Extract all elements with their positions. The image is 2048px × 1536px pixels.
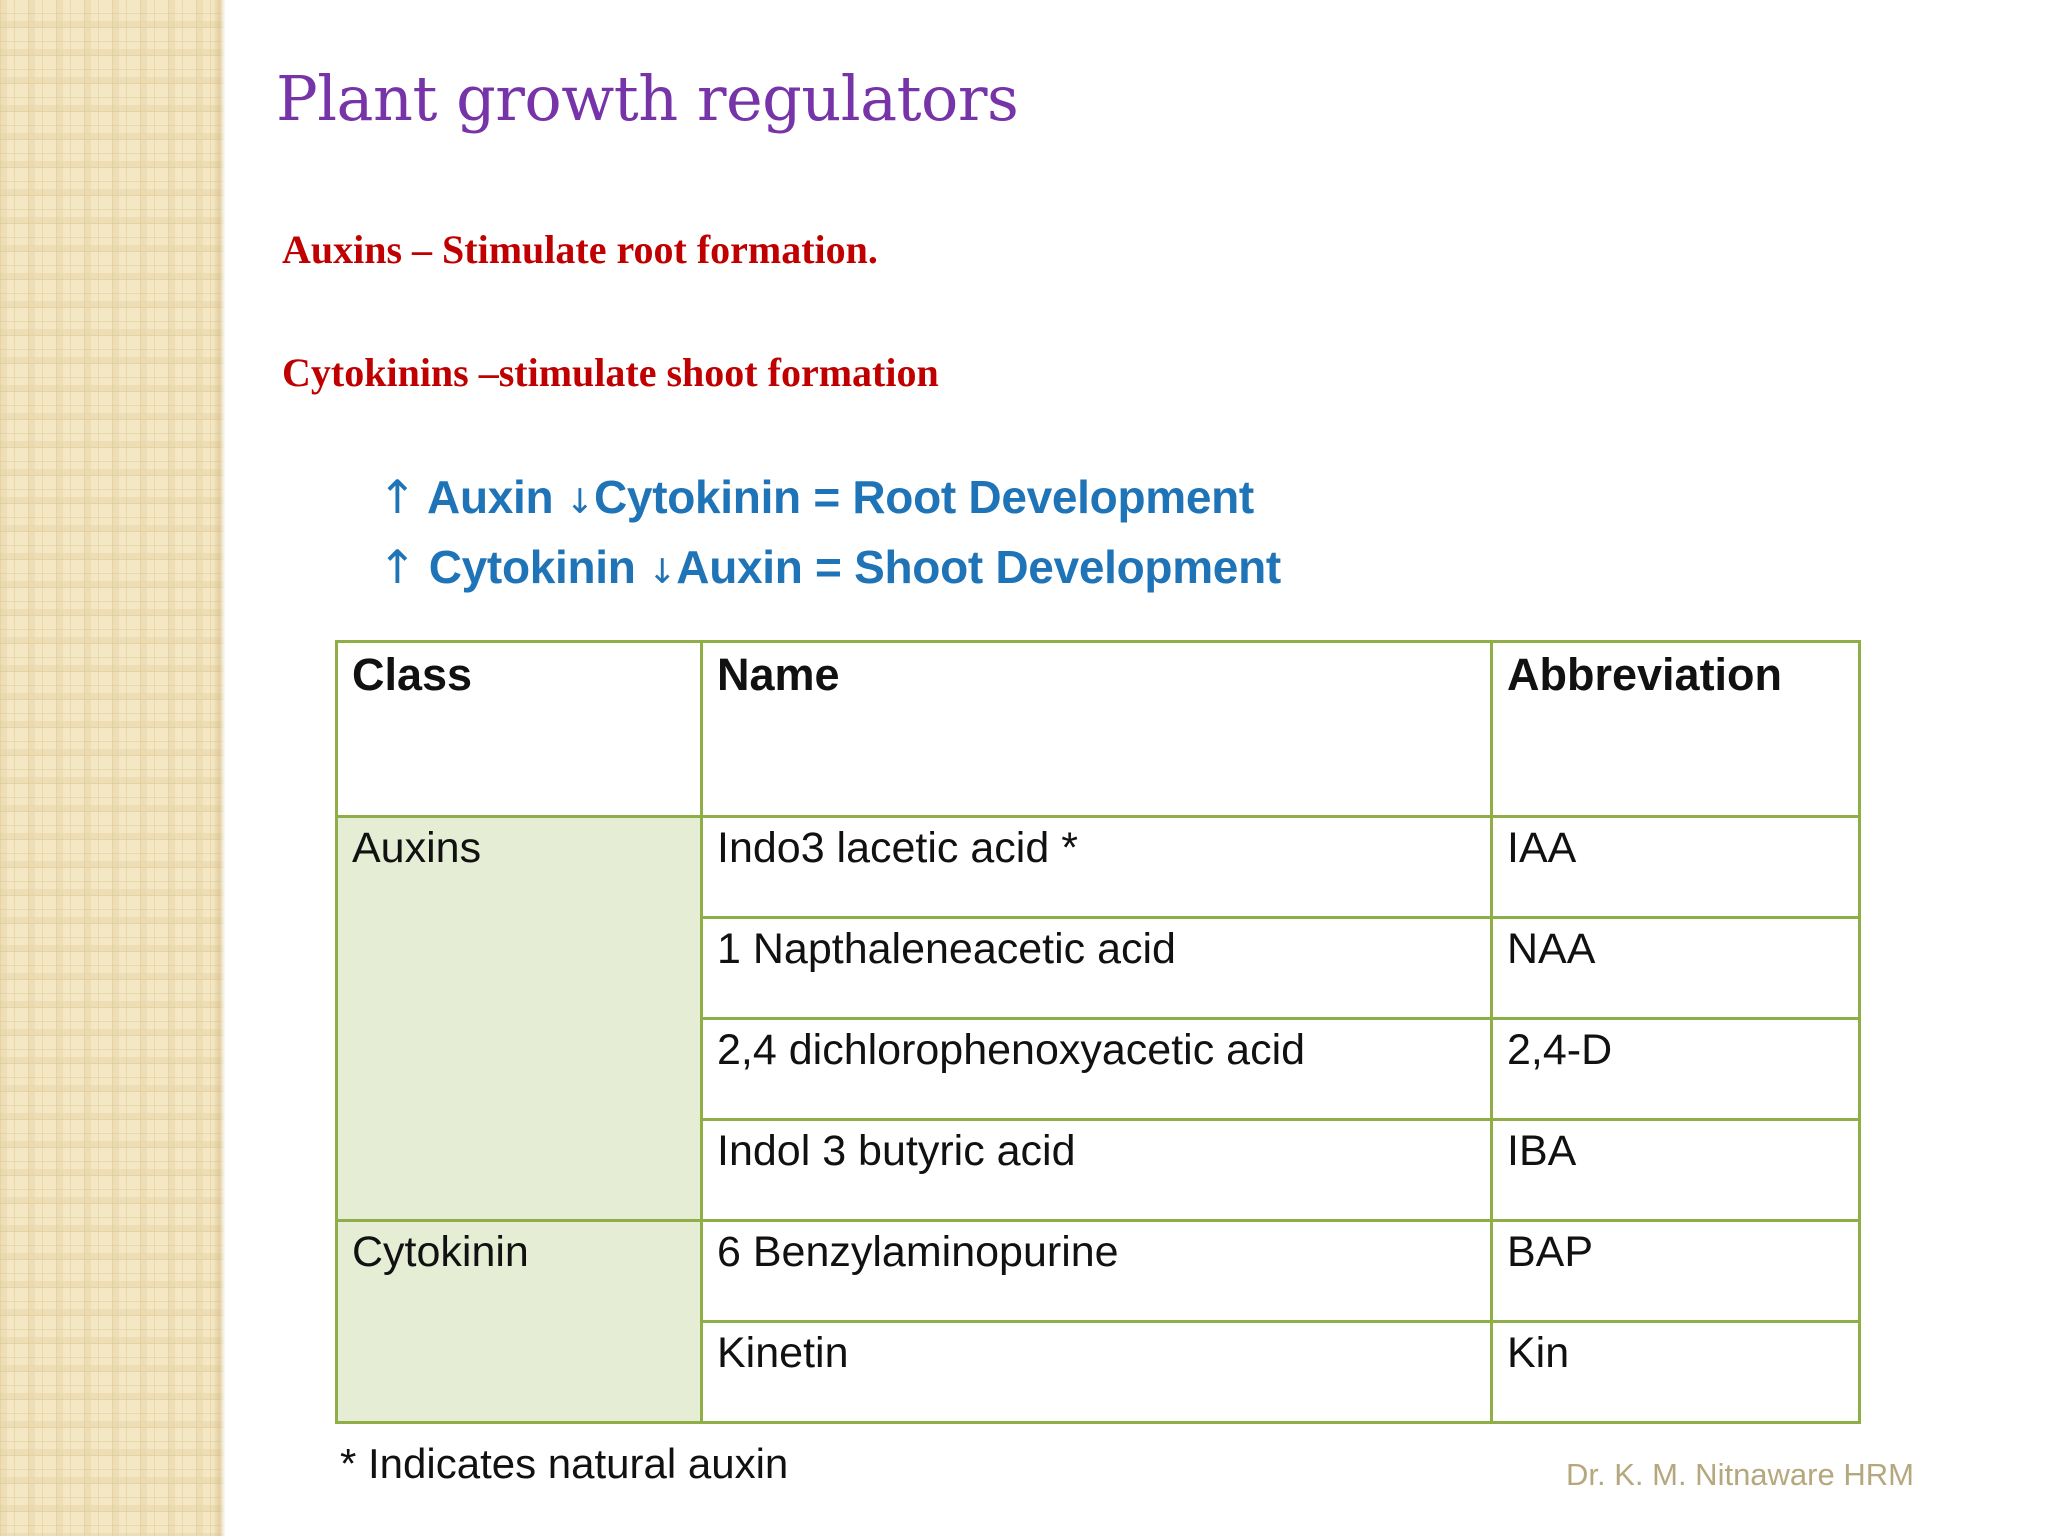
up-arrow-icon: ↑ <box>378 470 417 524</box>
table-row: Kinetin Kin <box>337 1320 1861 1424</box>
cell-name: Indo3 lacetic acid * <box>700 815 1493 919</box>
cell-name: 6 Benzylaminopurine <box>700 1219 1493 1323</box>
table-row: Indol 3 butyric acid IBA <box>337 1118 1861 1222</box>
cell-class-auxins: Auxins <box>335 815 703 1222</box>
column-header-abbreviation: Abbreviation <box>1490 640 1861 818</box>
cell-abbreviation: NAA <box>1490 916 1861 1020</box>
page-title: Plant growth regulators <box>276 62 1019 135</box>
cell-name: 1 Napthaleneacetic acid <box>700 916 1493 1020</box>
down-arrow-icon: ↓ <box>565 482 595 522</box>
cell-name: 2,4 dichlorophenoxyacetic acid <box>700 1017 1493 1121</box>
decorative-left-border-edge <box>213 0 225 1536</box>
relation-shoot-development: ↑ Cytokinin ↓Auxin = Shoot Development <box>378 540 1281 594</box>
cell-abbreviation: BAP <box>1490 1219 1861 1323</box>
table-row: 2,4 dichlorophenoxyacetic acid 2,4-D <box>337 1017 1861 1121</box>
decorative-left-border <box>0 0 225 1536</box>
cell-abbreviation: Kin <box>1490 1320 1861 1424</box>
relation-root-development: ↑ Auxin ↓Cytokinin = Root Development <box>378 470 1254 524</box>
down-arrow-icon: ↓ <box>648 552 677 592</box>
statement-cytokinins: Cytokinins –stimulate shoot formation <box>282 350 939 395</box>
cell-name: Kinetin <box>700 1320 1493 1424</box>
column-header-name: Name <box>700 640 1493 818</box>
table-row: 1 Napthaleneacetic acid NAA <box>337 916 1861 1020</box>
table-row: Auxins Indo3 lacetic acid * IAA <box>335 815 1861 1222</box>
cell-abbreviation: IAA <box>1490 815 1861 919</box>
relation-first-term: Auxin <box>416 471 566 523</box>
relation-first-term: Cytokinin <box>416 541 649 593</box>
relation-second-term: Cytokinin = Root Development <box>594 471 1254 523</box>
cell-name: Indol 3 butyric acid <box>700 1118 1493 1222</box>
column-header-class: Class <box>335 640 703 818</box>
attribution: Dr. K. M. Nitnaware HRM <box>1566 1457 1914 1492</box>
up-arrow-icon: ↑ <box>378 540 417 594</box>
cell-abbreviation: 2,4-D <box>1490 1017 1861 1121</box>
relation-second-term: Auxin = Shoot Development <box>676 541 1281 593</box>
cell-class-cytokinin: Cytokinin <box>335 1219 703 1424</box>
footnote: * Indicates natural auxin <box>340 1440 789 1487</box>
table-header-row: Class Name Abbreviation <box>335 640 1861 818</box>
plant-growth-regulators-table: Class Name Abbreviation Auxins Indo3 lac… <box>335 640 1861 1424</box>
table-row: Cytokinin 6 Benzylaminopurine BAP <box>335 1219 1861 1424</box>
statement-auxins: Auxins – Stimulate root formation. <box>282 227 878 272</box>
cell-abbreviation: IBA <box>1490 1118 1861 1222</box>
